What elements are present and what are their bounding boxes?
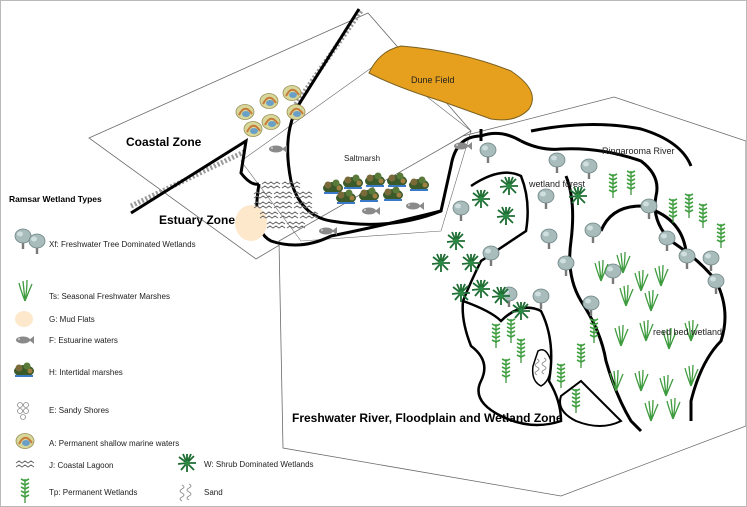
river-label: Ringarooma River bbox=[602, 146, 675, 156]
river-main-line bbox=[520, 122, 727, 421]
legend-item: Tp: Permanent Wetlands bbox=[20, 478, 137, 504]
legend-title: Ramsar Wetland Types bbox=[9, 194, 102, 204]
estuary-zone-label: Estuary Zone bbox=[159, 213, 235, 227]
legend-item: J: Coastal Lagoon bbox=[15, 460, 114, 470]
legend-label: Xf: Freshwater Tree Dominated Wetlands bbox=[49, 240, 196, 249]
tall-grass-icon bbox=[20, 478, 30, 504]
legend-item: G: Mud Flats bbox=[15, 311, 95, 327]
legend-item: A: Permanent shallow marine waters bbox=[15, 432, 179, 450]
legend-item: Xf: Freshwater Tree Dominated Wetlands bbox=[14, 228, 196, 255]
shrub-icon bbox=[177, 453, 197, 473]
legend-label: Sand bbox=[204, 488, 223, 497]
tree-icon bbox=[14, 228, 46, 255]
legend-label: E: Sandy Shores bbox=[49, 406, 109, 415]
legend-label: Tp: Permanent Wetlands bbox=[49, 488, 137, 497]
wetland-boundary-line bbox=[461, 171, 563, 427]
saltmarsh-label: Saltmarsh bbox=[344, 154, 380, 163]
wetland-forest-label: wetland forest bbox=[528, 179, 586, 189]
legend-item: H: Intertidal marshes bbox=[14, 362, 123, 377]
legend-item: F: Estuarine waters bbox=[16, 336, 118, 345]
mudflat-patch bbox=[235, 205, 267, 241]
dune-field-shape bbox=[368, 45, 533, 121]
legend-item: Ts: Seasonal Freshwater Marshes bbox=[18, 279, 170, 302]
reed-bed-boundary bbox=[559, 379, 623, 427]
mudflat-icon bbox=[15, 311, 33, 327]
legend-label: W: Shrub Dominated Wetlands bbox=[204, 460, 314, 469]
fish-icon bbox=[16, 336, 34, 344]
dune-field-label: Dune Field bbox=[411, 75, 455, 85]
sand-patch-boundary bbox=[531, 349, 552, 387]
freshwater-zone-label: Freshwater River, Floodplain and Wetland… bbox=[292, 411, 563, 425]
lagoon-icon bbox=[15, 460, 35, 468]
legend-label: H: Intertidal marshes bbox=[49, 368, 123, 377]
legend: Ramsar Wetland Types Xf: Freshwater Tree… bbox=[9, 194, 314, 504]
legend-label: A: Permanent shallow marine waters bbox=[49, 439, 179, 448]
legend-item: W: Shrub Dominated Wetlands bbox=[177, 453, 314, 473]
reed-bed-label: reed bed wetland bbox=[653, 327, 722, 337]
coastline-boundary bbox=[130, 137, 260, 215]
legend-label: Ts: Seasonal Freshwater Marshes bbox=[49, 292, 170, 301]
grass-icon bbox=[18, 279, 33, 302]
sand-shore-icon bbox=[17, 402, 29, 420]
marsh-icon bbox=[14, 362, 34, 377]
sand-icon bbox=[179, 483, 192, 502]
legend-label: J: Coastal Lagoon bbox=[49, 461, 114, 470]
shell-icon bbox=[15, 432, 35, 450]
coastal-zone-label: Coastal Zone bbox=[126, 135, 202, 149]
estuary-zone-polygon bbox=[240, 60, 472, 242]
legend-label: F: Estuarine waters bbox=[49, 336, 118, 345]
legend-item: E: Sandy Shores bbox=[17, 402, 109, 420]
legend-item: Sand bbox=[179, 483, 223, 502]
legend-label: G: Mud Flats bbox=[49, 315, 95, 324]
